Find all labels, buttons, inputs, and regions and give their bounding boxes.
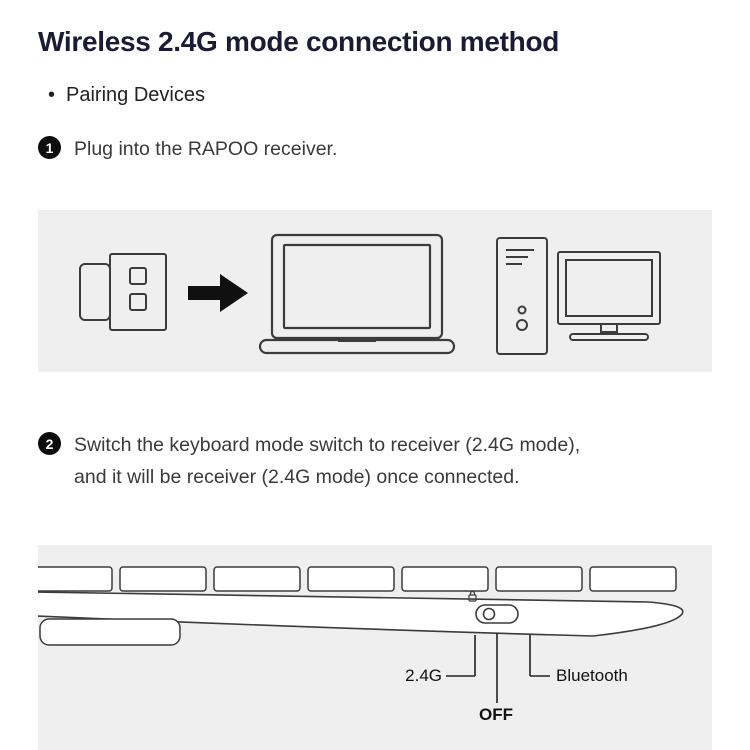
callout-lines — [446, 633, 550, 703]
step-2-number-badge: 2 — [38, 432, 61, 455]
step-1-text: Plug into the RAPOO receiver. — [74, 138, 338, 160]
bullet-label: Pairing Devices — [66, 84, 205, 106]
usb-receiver-icon — [79, 253, 167, 331]
mode-label-bluetooth: Bluetooth — [556, 666, 628, 685]
desktop-tower-icon — [496, 237, 548, 355]
step-1: 1 Plug into the RAPOO receiver. — [38, 134, 337, 166]
arrow-right-icon — [188, 274, 248, 312]
bullet-dot: • — [48, 84, 56, 106]
page-title: Wireless 2.4G mode connection method — [38, 26, 560, 57]
step-1-number-badge: 1 — [38, 136, 61, 159]
lock-icon — [468, 590, 477, 602]
mode-label-2-4g: 2.4G — [405, 666, 442, 685]
step-2: 2 Switch the keyboard mode switch to rec… — [38, 430, 580, 493]
receiver-illustration-panel — [38, 210, 712, 372]
bullet-item: • Pairing Devices — [48, 84, 205, 107]
mode-label-off: OFF — [479, 705, 513, 724]
keyboard-side-icon — [38, 566, 684, 646]
monitor-icon — [557, 251, 661, 341]
keyboard-illustration-panel: 2.4G OFF Bluetooth — [38, 545, 712, 750]
laptop-icon — [258, 233, 456, 355]
keyboard-illustration — [38, 566, 684, 703]
step-2-text: Switch the keyboard mode switch to recei… — [74, 434, 581, 488]
mode-switch-icon — [475, 604, 519, 624]
receiver-illustration — [79, 233, 661, 355]
